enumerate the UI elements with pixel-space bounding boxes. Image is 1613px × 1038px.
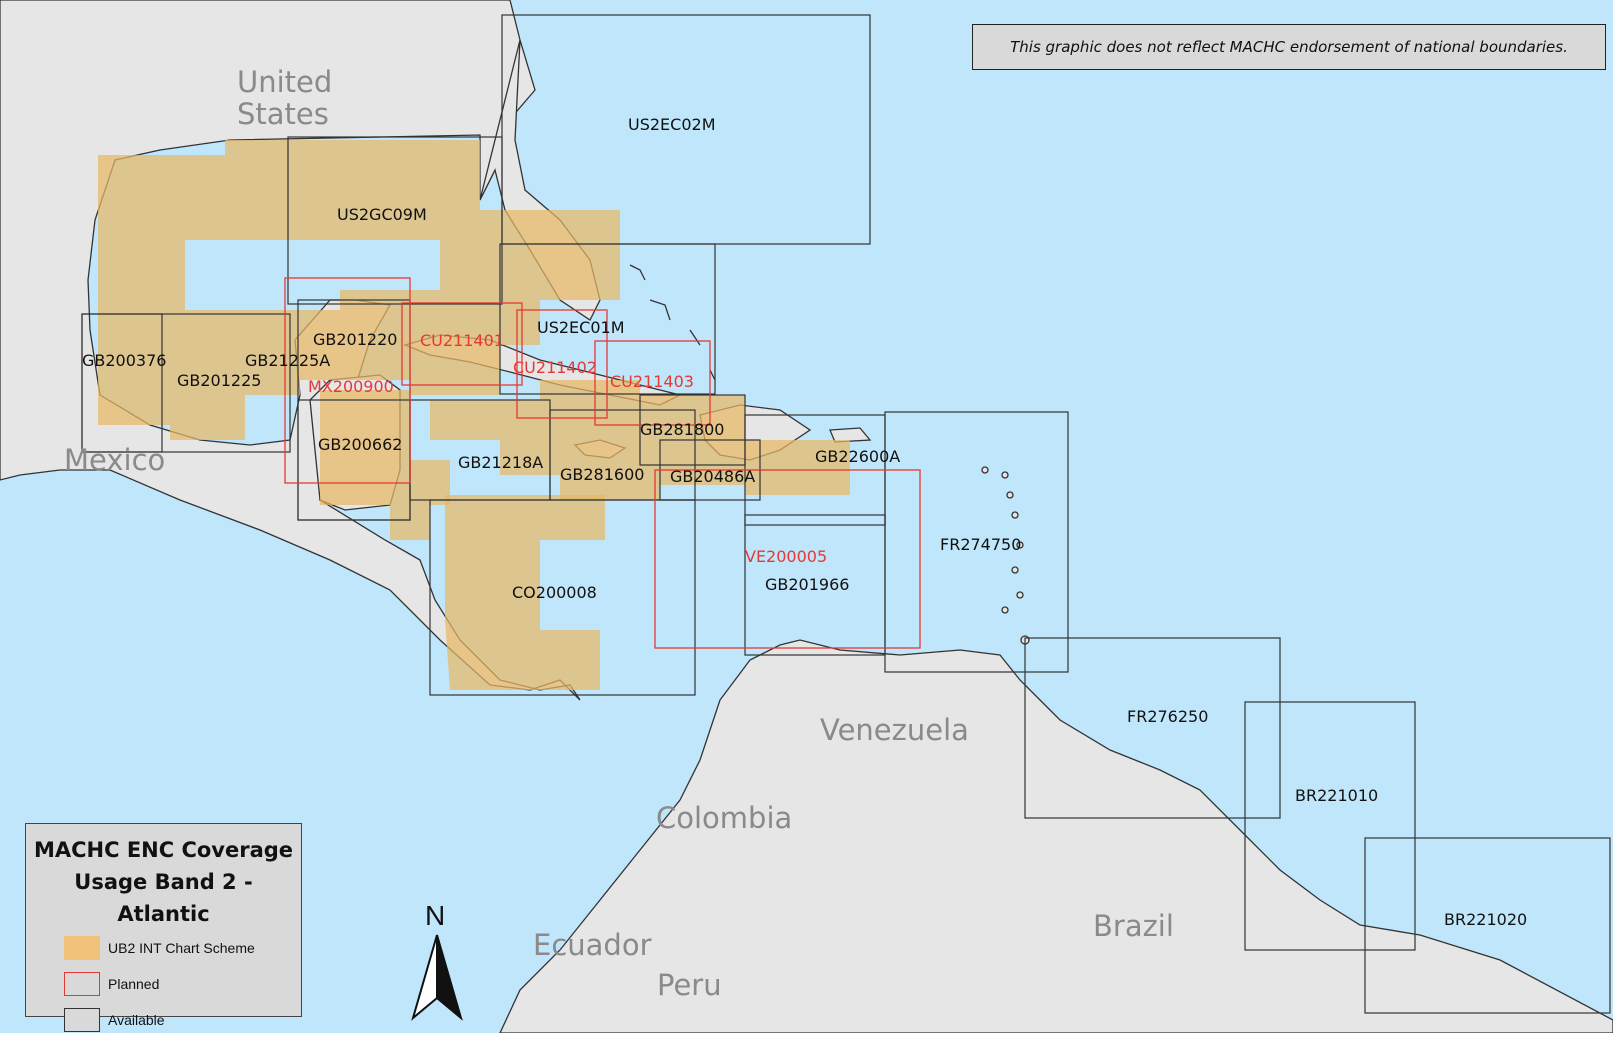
label-cu211403: CU211403 — [610, 372, 694, 391]
country-label-venezuela: Venezuela — [820, 713, 969, 747]
legend-title: MACHC ENC Coverage Usage Band 2 - Atlant… — [26, 834, 301, 930]
country-label-peru: Peru — [657, 968, 722, 1002]
planned-cell-labels: CU211401 CU211402 CU211403 MX200900 VE20… — [308, 331, 827, 566]
cell-gb201966 — [744, 514, 886, 656]
north-arrow-label: N — [425, 900, 445, 931]
label-gb20486a: GB20486A — [670, 467, 755, 486]
cell-br221020 — [1364, 837, 1611, 1014]
cell-cu211403 — [594, 340, 711, 426]
label-gb281600: GB281600 — [560, 465, 644, 484]
planned-cells — [284, 277, 921, 649]
legend-title-line2: Usage Band 2 - Atlantic — [74, 870, 253, 926]
label-cu211402: CU211402 — [513, 358, 597, 377]
legend-label-available: Available — [108, 1012, 165, 1028]
south-america-land — [499, 639, 1613, 1033]
cell-cu211401 — [401, 302, 523, 386]
available-swatch-icon — [64, 1008, 100, 1032]
label-br221010: BR221010 — [1295, 786, 1378, 805]
label-gb21218a: GB21218A — [458, 453, 543, 472]
label-us2gc09m: US2GC09M — [337, 205, 427, 224]
north-arrow: N — [411, 900, 463, 1021]
cell-br221010 — [1244, 701, 1416, 951]
planned-swatch-icon — [64, 972, 100, 996]
bahamas-land — [629, 264, 716, 381]
country-label-colombia: Colombia — [656, 801, 792, 835]
label-mx200900: MX200900 — [308, 377, 394, 396]
scheme-colombia — [445, 495, 605, 690]
legend-title-line1: MACHC ENC Coverage — [33, 838, 294, 862]
available-cell-labels: US2EC02M US2GC09M US2EC01M GB201220 GB20… — [82, 115, 1527, 929]
label-gb281800: GB281800 — [640, 420, 724, 439]
cell-gb201225 — [81, 313, 291, 453]
legend-label-planned: Planned — [108, 976, 160, 992]
legend-label-scheme: UB2 INT Chart Scheme — [108, 940, 255, 956]
cell-fr276250 — [1024, 637, 1281, 819]
label-us2ec02m: US2EC02M — [628, 115, 716, 134]
country-label-brazil: Brazil — [1093, 909, 1174, 943]
label-gb200376: GB200376 — [82, 351, 166, 370]
legend: MACHC ENC Coverage Usage Band 2 - Atlant… — [25, 823, 302, 1032]
cell-us2gc09m — [287, 136, 503, 305]
label-gb22600a: GB22600A — [815, 447, 900, 466]
scheme-caribbean-west — [320, 390, 450, 540]
country-label-united-states-1: United — [237, 65, 332, 99]
label-cu211401: CU211401 — [420, 331, 504, 350]
label-gb200662: GB200662 — [318, 435, 402, 454]
legend-row-available: Available — [64, 1002, 301, 1038]
country-label-ecuador: Ecuador — [533, 928, 652, 962]
cell-cu211402 — [516, 309, 608, 419]
cell-mx200900 — [284, 277, 411, 484]
legend-row-scheme: UB2 INT Chart Scheme — [64, 930, 301, 966]
label-gb201225: GB201225 — [177, 371, 261, 390]
cell-co200008 — [429, 499, 696, 696]
label-gb21225a: GB21225A — [245, 351, 330, 370]
label-co200008: CO200008 — [512, 583, 597, 602]
label-ve200005: VE200005 — [745, 547, 827, 566]
label-gb201966: GB201966 — [765, 575, 849, 594]
label-us2ec01m: US2EC01M — [537, 318, 625, 337]
label-fr276250: FR276250 — [1127, 707, 1208, 726]
label-fr274750: FR274750 — [940, 535, 1021, 554]
label-br221020: BR221020 — [1444, 910, 1527, 929]
legend-row-planned: Planned — [64, 966, 301, 1002]
label-gb201220: GB201220 — [313, 330, 397, 349]
country-label-mexico: Mexico — [64, 443, 165, 477]
country-labels: United States Mexico Venezuela Colombia … — [64, 65, 1174, 1002]
cell-ve200005 — [654, 469, 921, 649]
disclaimer-text: This graphic does not reflect MACHC endo… — [1010, 38, 1568, 56]
disclaimer-box: This graphic does not reflect MACHC endo… — [972, 24, 1606, 70]
scheme-gulf — [98, 140, 620, 440]
scheme-swatch-icon — [64, 936, 100, 960]
puerto-rico-land — [829, 427, 872, 443]
country-label-united-states-2: States — [237, 97, 329, 131]
